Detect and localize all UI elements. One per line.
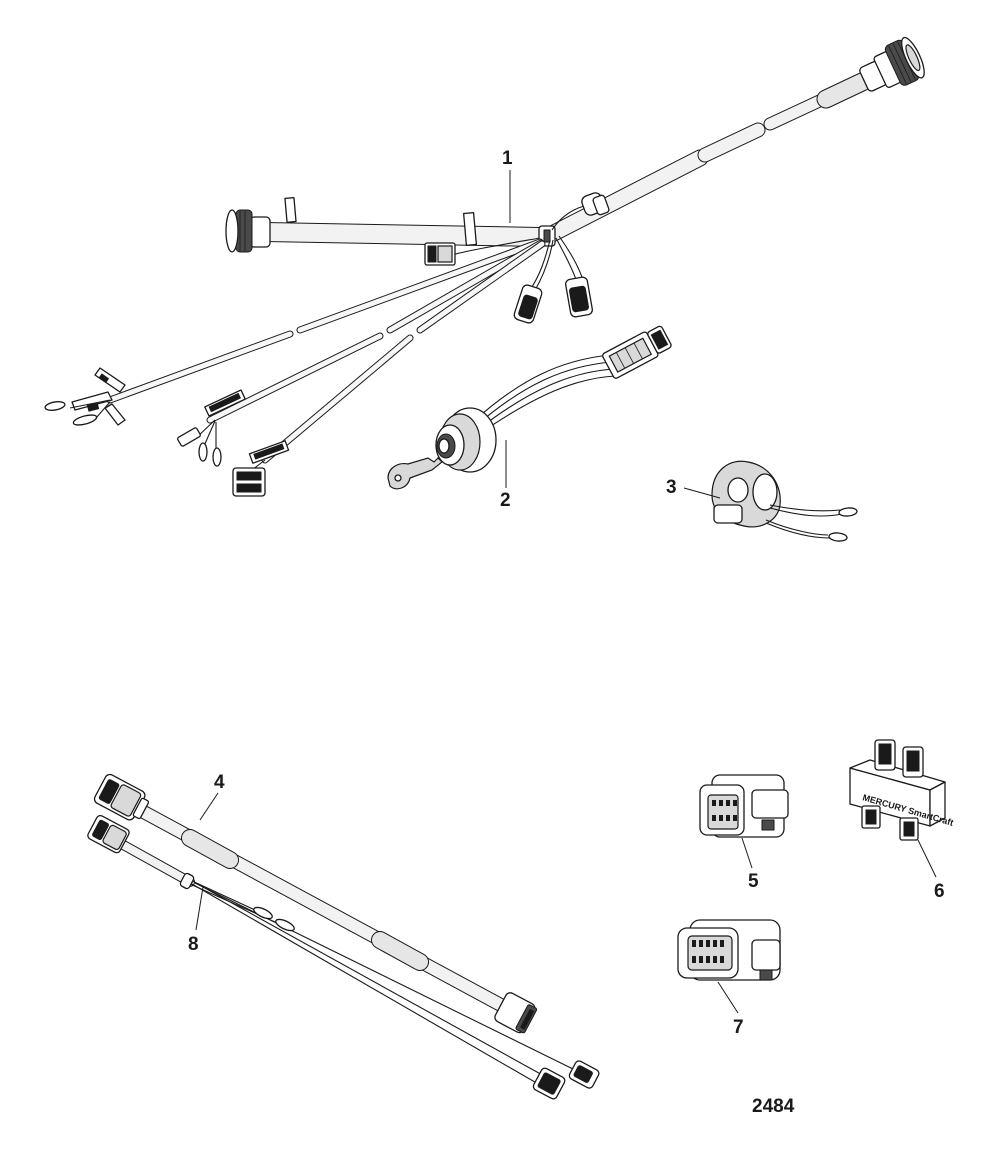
connector-plug-b-pins: [692, 940, 724, 963]
callout-3: 3: [666, 477, 677, 498]
bullet-terminal-cluster: [177, 389, 246, 467]
callout-8: 8: [188, 934, 199, 955]
main-wiring-harness: [44, 36, 925, 497]
harness-lead-1: [106, 238, 544, 404]
extension-connector-end-b: [494, 992, 538, 1034]
pigtail-connector-c: [555, 235, 593, 318]
harness-trunk: [539, 72, 872, 245]
harness-clip: [551, 192, 610, 231]
left-round-connector: [225, 209, 271, 253]
ignition-switch-body: [435, 407, 497, 473]
figure-number: 2484: [752, 1096, 795, 1117]
callout-5: 5: [748, 871, 759, 892]
ignition-switch-wires: [474, 354, 617, 433]
callout-7: 7: [733, 1017, 744, 1038]
adapter-connector-end-c: [568, 1060, 600, 1089]
ring-terminal-cluster: [44, 367, 126, 426]
adapter-connector-end-b: [532, 1067, 566, 1100]
ignition-key-icon: [387, 457, 443, 490]
harness-lead-3: [261, 240, 546, 464]
round-harness-connector: [859, 36, 925, 92]
connector-plug-a-pins: [712, 800, 737, 821]
connector-plug-b: [677, 919, 781, 981]
callout-1: 1: [502, 148, 513, 169]
smartcraft-junction: MERCURY SmartCraft: [849, 739, 955, 841]
callout-labels: 1 2 3 4 5 6 7 8: [188, 148, 945, 1038]
adapter-connector-end-a: [87, 814, 130, 854]
callout-2: 2: [500, 490, 511, 511]
adapter-harness: [87, 814, 600, 1100]
pigtail-connector-b: [513, 239, 554, 324]
connector-plug-a: [699, 774, 789, 838]
pigtail-connector-a: [424, 237, 541, 266]
sensor-body: [711, 460, 781, 528]
sensor-leads: [765, 504, 858, 542]
sensor-assembly: [711, 460, 858, 542]
ignition-switch-connector: [602, 325, 672, 379]
square-terminal-connector: [232, 440, 290, 497]
ignition-switch: [387, 325, 672, 490]
harness-left-branch: [255, 196, 550, 247]
harness-lead-2: [206, 239, 545, 424]
extension-connector-end-a: [93, 773, 150, 821]
leader-lines: [195, 170, 937, 1014]
callout-4: 4: [214, 772, 225, 793]
extension-harness: [93, 773, 538, 1034]
callout-6: 6: [934, 881, 945, 902]
